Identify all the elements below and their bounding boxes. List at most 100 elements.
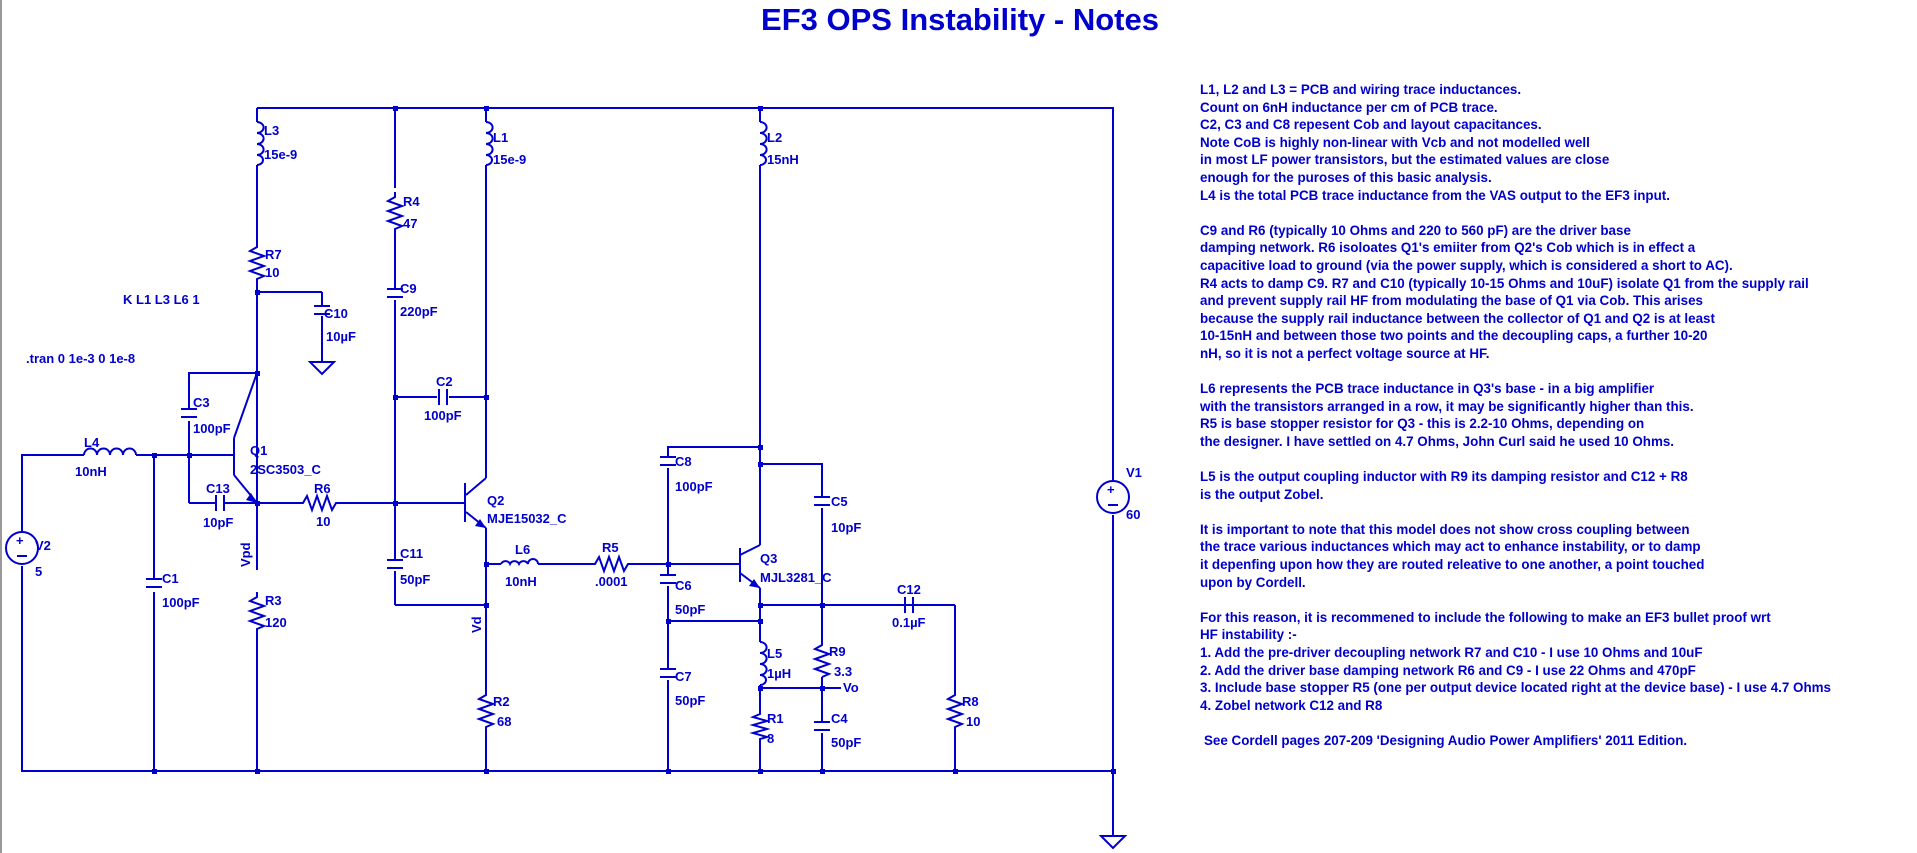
l3-name: L3 — [264, 123, 279, 138]
c11-value: 50pF — [400, 572, 430, 587]
note-line: R5 is base stopper resistor for Q3 - thi… — [1200, 416, 1645, 432]
r3-value: 120 — [265, 615, 287, 630]
r9-name: R9 — [829, 644, 846, 659]
capacitor-c9: C9 220pF — [387, 281, 438, 319]
resistor-r2: R2 68 — [476, 690, 511, 730]
c3-value: 100pF — [193, 421, 231, 436]
c5-value: 10pF — [831, 520, 861, 535]
capacitor-c5: C5 10pF — [814, 494, 861, 535]
note-line: For this reason, it is recommened to inc… — [1200, 609, 1771, 625]
v1-value: 60 — [1126, 507, 1140, 522]
note-line: 1. Add the pre-driver decoupling network… — [1200, 645, 1703, 660]
tran-directive: .tran 0 1e-3 0 1e-8 — [26, 351, 135, 366]
capacitor-c1: C1 100pF — [146, 571, 200, 610]
wires — [21, 107, 1114, 836]
resistor-r3: R3 120 — [247, 592, 287, 632]
r9-value: 3.3 — [834, 664, 852, 679]
notes-paragraph-4: L5 is the output coupling inductor with … — [1200, 468, 1900, 503]
resistor-r5: R5 .0001 — [590, 540, 637, 589]
net-label-vpd: Vpd — [238, 542, 253, 567]
c7-value: 50pF — [675, 693, 705, 708]
capacitor-c3: C3 100pF — [181, 395, 231, 436]
c1-name: C1 — [162, 571, 179, 586]
inductor-l4: L4 10nH — [75, 435, 137, 479]
reference-note: See Cordell pages 207-209 'Designing Aud… — [1200, 732, 1900, 750]
notes-paragraph-2: C9 and R6 (typically 10 Ohms and 220 to … — [1200, 222, 1900, 363]
v2-name: V2 — [35, 538, 51, 553]
resistor-r9: R9 3.3 — [812, 640, 852, 679]
capacitor-c7: C7 50pF — [660, 668, 705, 708]
c8-name: C8 — [675, 454, 692, 469]
title-text: EF3 OPS Instability - Notes — [761, 2, 1159, 37]
net-label-vd: Vd — [469, 616, 484, 633]
r8-value: 10 — [966, 714, 980, 729]
capacitor-c10: C10 10µF — [314, 305, 356, 344]
inductor-l3: L3 15e-9 — [256, 121, 297, 166]
inductor-l2: L2 15nH — [759, 121, 799, 167]
l3-value: 15e-9 — [264, 147, 297, 162]
capacitor-c8: C8 100pF — [660, 454, 713, 494]
svg-text:+: + — [1107, 482, 1115, 497]
svg-text:+: + — [16, 533, 24, 548]
note-line: R4 acts to damp C9. R7 and C10 (typicall… — [1200, 275, 1809, 291]
r4-name: R4 — [403, 194, 420, 209]
note-line: L5 is the output coupling inductor with … — [1200, 469, 1688, 485]
r7-value: 10 — [265, 265, 279, 280]
r6-value: 10 — [316, 514, 330, 529]
capacitor-c6: C6 50pF — [660, 574, 705, 617]
note-line: damping network. R6 isoloates Q1's emiit… — [1200, 240, 1696, 256]
note-line: Note CoB is highly non-linear with Vcb a… — [1200, 134, 1590, 150]
note-line: because the supply rail inductance betwe… — [1200, 310, 1715, 326]
note-line: 2. Add the driver base damping network R… — [1200, 662, 1696, 678]
notes-paragraph-1: L1, L2 and L3 = PCB and wiring trace ind… — [1200, 81, 1900, 204]
resistor-r7: R7 10 — [247, 242, 282, 283]
r1-value: 8 — [767, 731, 774, 746]
c12-value: 0.1µF — [892, 615, 926, 630]
note-line: the trace various inductances which may … — [1200, 539, 1701, 555]
l5-value: 1µH — [767, 666, 791, 681]
c6-name: C6 — [675, 578, 692, 593]
note-line: It is important to note that this model … — [1200, 521, 1690, 537]
l6-value: 10nH — [505, 574, 537, 589]
c2-name: C2 — [436, 374, 453, 389]
r5-value: .0001 — [595, 574, 628, 589]
transistor-q1: Q1 2SC3503_C — [233, 438, 321, 503]
notes-panel: L1, L2 and L3 = PCB and wiring trace ind… — [1200, 81, 1900, 767]
notes-paragraph-3: L6 represents the PCB trace inductance i… — [1200, 380, 1900, 450]
note-line: capacitive load to ground (via the power… — [1200, 257, 1733, 273]
junction-dots — [152, 106, 1116, 774]
note-line: is the output Zobel. — [1200, 486, 1324, 502]
c6-value: 50pF — [675, 602, 705, 617]
note-line: 3. Include base stopper R5 (one per outp… — [1200, 680, 1832, 696]
inductor-l6: L6 10nH — [500, 542, 539, 589]
transistor-q3: Q3 MJL3281_C — [739, 548, 832, 588]
q3-name: Q3 — [760, 551, 777, 566]
q1-name: Q1 — [250, 443, 267, 458]
c5-name: C5 — [831, 494, 848, 509]
l4-value: 10nH — [75, 464, 107, 479]
c3-name: C3 — [193, 395, 210, 410]
note-line: in most LF power transistors, but the es… — [1200, 152, 1610, 168]
inductor-l5: L5 1µH — [759, 641, 791, 686]
inductor-l1: L1 15e-9 — [485, 121, 526, 167]
transistor-q2: Q2 MJE15032_C — [464, 483, 567, 528]
c1-value: 100pF — [162, 595, 200, 610]
note-line: L6 represents the PCB trace inductance i… — [1200, 381, 1655, 397]
note-line: HF instability :- — [1200, 627, 1297, 643]
ground-icon — [307, 361, 1128, 850]
c13-value: 10pF — [203, 515, 233, 530]
c10-name: C10 — [324, 306, 348, 321]
resistor-r6: R6 10 — [298, 481, 345, 529]
capacitor-c12: C12 0.1µF — [892, 582, 926, 630]
l6-name: L6 — [515, 542, 530, 557]
c2-value: 100pF — [424, 408, 462, 423]
q1-value: 2SC3503_C — [250, 462, 321, 477]
note-line: C9 and R6 (typically 10 Ohms and 220 to … — [1200, 222, 1631, 238]
q3-value: MJL3281_C — [760, 570, 832, 585]
c13-name: C13 — [206, 481, 230, 496]
net-label-vo: Vo — [843, 680, 859, 695]
note-line: C2, C3 and C8 repesent Cob and layout ca… — [1200, 117, 1542, 133]
capacitor-c2: C2 100pF — [424, 374, 462, 423]
notes-paragraph-6: For this reason, it is recommened to inc… — [1200, 609, 1900, 715]
